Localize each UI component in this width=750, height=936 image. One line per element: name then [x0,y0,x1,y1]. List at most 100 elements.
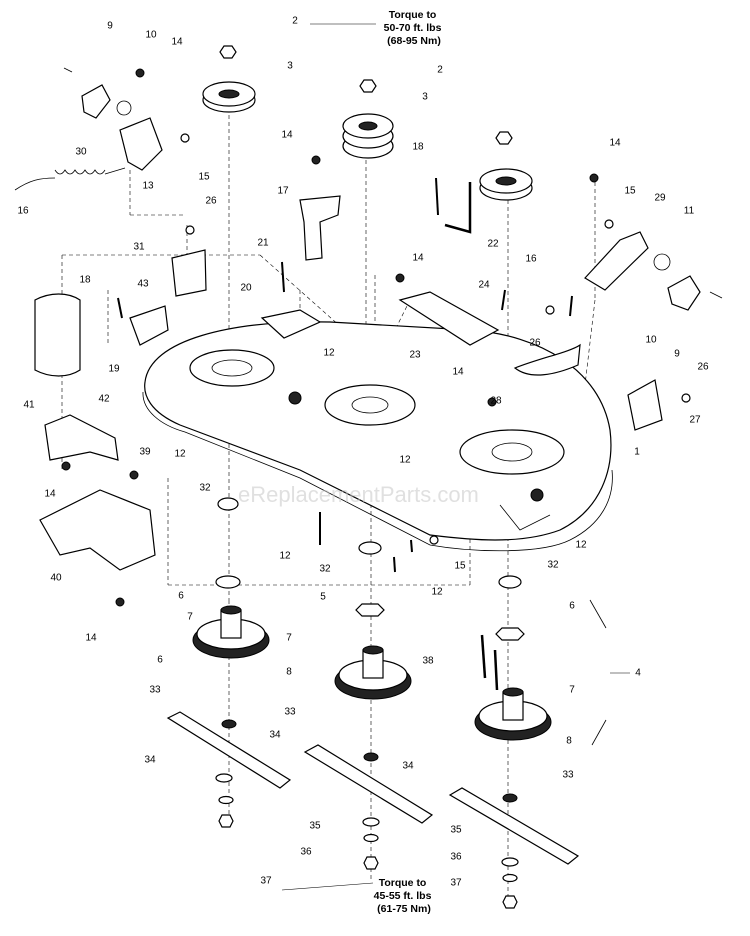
part-callout-7: 7 [569,685,575,696]
part-callout-31: 31 [133,242,145,253]
part-callout-42: 42 [98,394,110,405]
part-callout-26: 26 [205,196,217,207]
part-callout-6: 6 [569,601,575,612]
callout-numbers: 1223345666777889910101112121212121213141… [17,16,709,889]
part-callout-27: 27 [689,415,701,426]
part-callout-37: 37 [450,878,462,889]
part-callout-9: 9 [674,349,680,360]
part-callout-12: 12 [279,551,291,562]
part-callout-15: 15 [198,172,210,183]
part-callout-39: 39 [139,447,151,458]
blade-left [166,711,292,828]
mower-deck [142,321,613,552]
part-callout-15: 15 [454,561,466,572]
idler-arm-right [584,231,723,311]
watermark: eReplacementParts.com [238,482,479,507]
part-callout-34: 34 [402,761,414,772]
part-callout-43: 43 [137,279,149,290]
part-callout-13: 13 [142,181,154,192]
part-callout-26: 26 [697,362,709,373]
part-callout-33: 33 [284,707,296,718]
part-callout-12: 12 [323,348,335,359]
part-callout-36: 36 [450,852,462,863]
part-callout-14: 14 [281,130,293,141]
part-callout-28: 28 [490,396,502,407]
torque-note-bottom-line: Torque to [379,877,427,889]
part-callout-11: 11 [684,206,695,217]
spindle-bolts [319,512,499,691]
part-callout-32: 32 [199,483,211,494]
part-callout-8: 8 [566,736,572,747]
part-callout-32: 32 [319,564,331,575]
part-callout-30: 30 [75,147,87,158]
part-callout-34: 34 [269,730,281,741]
part-callout-22: 22 [487,239,499,250]
part-callout-14: 14 [85,633,97,644]
tool-and-bolts [117,177,573,319]
blade-center [303,744,434,870]
part-callout-12: 12 [431,587,443,598]
part-callout-2: 2 [292,16,298,27]
blade-right [448,787,580,909]
part-callout-37: 37 [260,876,272,887]
part-callout-1: 1 [634,447,640,458]
part-callout-10: 10 [145,30,157,41]
part-callout-14: 14 [452,367,464,378]
part-callout-16: 16 [525,254,537,265]
part-callout-3: 3 [287,61,293,72]
part-callout-6: 6 [157,655,163,666]
part-callout-19: 19 [108,364,120,375]
pulley-right [479,168,533,201]
torque-note-bottom-line: (61-75 Nm) [377,903,431,915]
torque-note-bottom-line: 45-55 ft. lbs [374,890,432,902]
torque-note-top-line: (68-95 Nm) [387,35,441,47]
part-callout-3: 3 [422,92,428,103]
brackets [34,195,663,571]
part-callout-34: 34 [144,755,156,766]
part-callout-32: 32 [547,560,559,571]
part-callout-14: 14 [609,138,621,149]
belt-indicator [589,599,630,746]
part-callout-41: 41 [23,400,35,411]
part-callout-8: 8 [286,667,292,678]
part-callout-15: 15 [624,186,636,197]
part-callout-33: 33 [562,770,574,781]
torque-note-top: Torque to 50-70 ft. lbs (68-95 Nm) [384,9,445,47]
pulley-double-center [342,113,394,159]
part-callout-23: 23 [409,350,421,361]
spindle-center [334,541,412,700]
part-callout-14: 14 [44,489,56,500]
part-callout-12: 12 [575,540,587,551]
part-callout-16: 16 [17,206,29,217]
part-callout-4: 4 [635,668,641,679]
part-callout-9: 9 [107,21,113,32]
part-callout-18: 18 [412,142,424,153]
part-callout-2: 2 [437,65,443,76]
part-callout-36: 36 [300,847,312,858]
part-callout-6: 6 [178,591,184,602]
part-callout-35: 35 [450,825,462,836]
torque-note-top-line: Torque to [389,9,437,21]
part-callout-26: 26 [529,338,541,349]
spindle-left [192,497,270,659]
part-callout-14: 14 [171,37,183,48]
part-callout-38: 38 [422,656,434,667]
part-callout-14: 14 [412,253,424,264]
pulley-left [202,81,256,113]
torque-note-bottom: Torque to 45-55 ft. lbs (61-75 Nm) [374,877,435,915]
torque-note-top-line: 50-70 ft. lbs [384,22,442,34]
spindle-right [474,575,552,741]
part-callout-35: 35 [309,821,321,832]
part-callout-7: 7 [286,633,292,644]
part-callout-33: 33 [149,685,161,696]
part-callout-12: 12 [399,455,411,466]
part-callout-21: 21 [257,238,269,249]
idler-arm-left [14,67,163,191]
part-callout-10: 10 [645,335,657,346]
part-callout-17: 17 [277,186,289,197]
part-callout-18: 18 [79,275,91,286]
hex-nuts [61,45,691,607]
part-callout-40: 40 [50,573,62,584]
part-callout-24: 24 [478,280,490,291]
